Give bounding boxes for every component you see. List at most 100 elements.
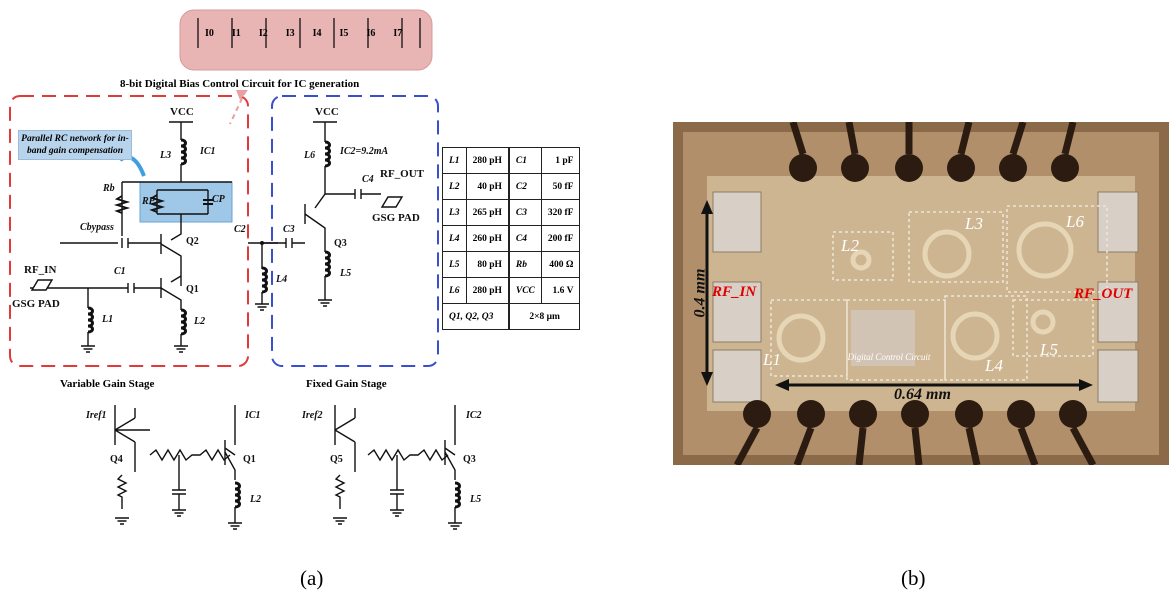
die-label-l6: L6 — [1066, 212, 1084, 231]
component-cell: 50 fF — [540, 173, 581, 200]
component-cell: 265 pH — [465, 199, 510, 226]
component-cell: L4 — [442, 225, 467, 252]
ic1-label: IC1 — [200, 146, 216, 157]
die-label-l3: L3 — [965, 214, 983, 233]
component-cell: 260 pH — [465, 225, 510, 252]
bias-bit-0: I0 — [205, 28, 214, 39]
component-cell: 1 pF — [540, 147, 581, 174]
l2-label: L2 — [194, 316, 206, 327]
component-cell: L6 — [442, 277, 467, 304]
component-cell: 1.6 V — [540, 277, 581, 304]
bias-control-title: 8-bit Digital Bias Control Circuit for I… — [120, 78, 360, 90]
ic2-current-label: IC2=9.2mA — [340, 146, 389, 157]
chip-die-photo — [673, 122, 1169, 465]
fixed-gain-stage-box — [271, 95, 439, 367]
bias-bit-3: I3 — [285, 28, 295, 39]
ic1-mirror-label: IC1 — [245, 410, 261, 421]
component-cell: 80 pH — [465, 251, 510, 278]
die-height-dimension: 0.4 mm — [691, 268, 709, 318]
component-cell: C4 — [507, 225, 542, 252]
bias-control-box — [179, 9, 433, 71]
bias-bit-5: I5 — [339, 28, 349, 39]
bias-bit-4: I4 — [312, 28, 322, 39]
c4-label: C4 — [362, 174, 374, 185]
rc-network-note: Parallel RC network for in-band gain com… — [18, 130, 132, 160]
l4-label: L4 — [276, 274, 288, 285]
component-cell: 2×8 μm — [507, 303, 581, 330]
component-cell: 280 pH — [465, 147, 510, 174]
bias-bit-7: I7 — [393, 28, 403, 39]
component-cell: 320 fF — [540, 199, 581, 226]
die-rf-in-label: RF_IN — [712, 284, 757, 300]
c1-label: C1 — [114, 266, 126, 277]
component-cell: C3 — [507, 199, 542, 226]
component-cell: L2 — [442, 173, 467, 200]
rp-label: RP — [142, 196, 155, 207]
component-cell: Rb — [507, 251, 542, 278]
gsg-pad-label-in: GSG PAD — [12, 298, 60, 310]
bias-bit-1: I1 — [231, 28, 241, 39]
l2-mirror-label: L2 — [250, 494, 262, 505]
q3-mirror-label: Q3 — [463, 454, 476, 465]
component-cell: 40 pH — [465, 173, 510, 200]
die-label-l4: L4 — [985, 356, 1003, 375]
caption-a: (a) — [300, 566, 324, 590]
variable-gain-stage-label: Variable Gain Stage — [60, 378, 155, 390]
vcc-label-1: VCC — [170, 106, 194, 118]
component-cell: 400 Ω — [540, 251, 581, 278]
l1-label: L1 — [102, 314, 114, 325]
q4-label: Q4 — [110, 454, 123, 465]
circuit-schematic — [9, 9, 463, 530]
component-cell: L1 — [442, 147, 467, 174]
l5-mirror-label: L5 — [470, 494, 482, 505]
die-rf-out-label: RF_OUT — [1074, 286, 1133, 302]
l5-label: L5 — [340, 268, 352, 279]
fixed-gain-stage-label: Fixed Gain Stage — [306, 378, 387, 390]
component-cell: C2 — [507, 173, 542, 200]
die-width-dimension: 0.64 mm — [894, 386, 951, 403]
bias-bit-labels: I0 I1 I2 I3 I4 I5 I6 I7 — [205, 28, 402, 39]
ic2-mirror-label: IC2 — [466, 410, 482, 421]
q3-label: Q3 — [334, 238, 347, 249]
die-label-l5: L5 — [1040, 340, 1058, 359]
die-label-l1: L1 — [763, 350, 781, 369]
iref2-label: Iref2 — [302, 410, 323, 421]
caption-b: (b) — [901, 566, 926, 590]
die-label-l2: L2 — [841, 236, 859, 255]
component-cell: L3 — [442, 199, 467, 226]
c2-label: C2 — [234, 224, 246, 235]
component-cell: C1 — [507, 147, 542, 174]
variable-gain-stage-box — [9, 95, 249, 367]
q1-label: Q1 — [186, 284, 199, 295]
iref1-label: Iref1 — [86, 410, 107, 421]
bias-bit-6: I6 — [366, 28, 376, 39]
rf-out-label: RF_OUT — [380, 168, 424, 180]
c3-label: C3 — [283, 224, 295, 235]
q5-label: Q5 — [330, 454, 343, 465]
component-cell: 200 fF — [540, 225, 581, 252]
component-cell: L5 — [442, 251, 467, 278]
gsg-pad-label-out: GSG PAD — [372, 212, 420, 224]
bias-bit-2: I2 — [258, 28, 268, 39]
rf-in-label: RF_IN — [24, 264, 57, 276]
rb-label: Rb — [103, 183, 115, 194]
vcc-label-2: VCC — [315, 106, 339, 118]
component-cell: VCC — [507, 277, 542, 304]
component-cell: Q1, Q2, Q3 — [441, 303, 510, 330]
cp-label: CP — [212, 194, 225, 205]
q2-label: Q2 — [186, 236, 199, 247]
component-cell: 280 pH — [465, 277, 510, 304]
cbypass-label: Cbypass — [80, 222, 114, 233]
digital-control-label: Digital Control Circuit — [847, 352, 931, 362]
l6-label: L6 — [304, 150, 316, 161]
q1-mirror-label: Q1 — [243, 454, 256, 465]
l3-label: L3 — [160, 150, 172, 161]
